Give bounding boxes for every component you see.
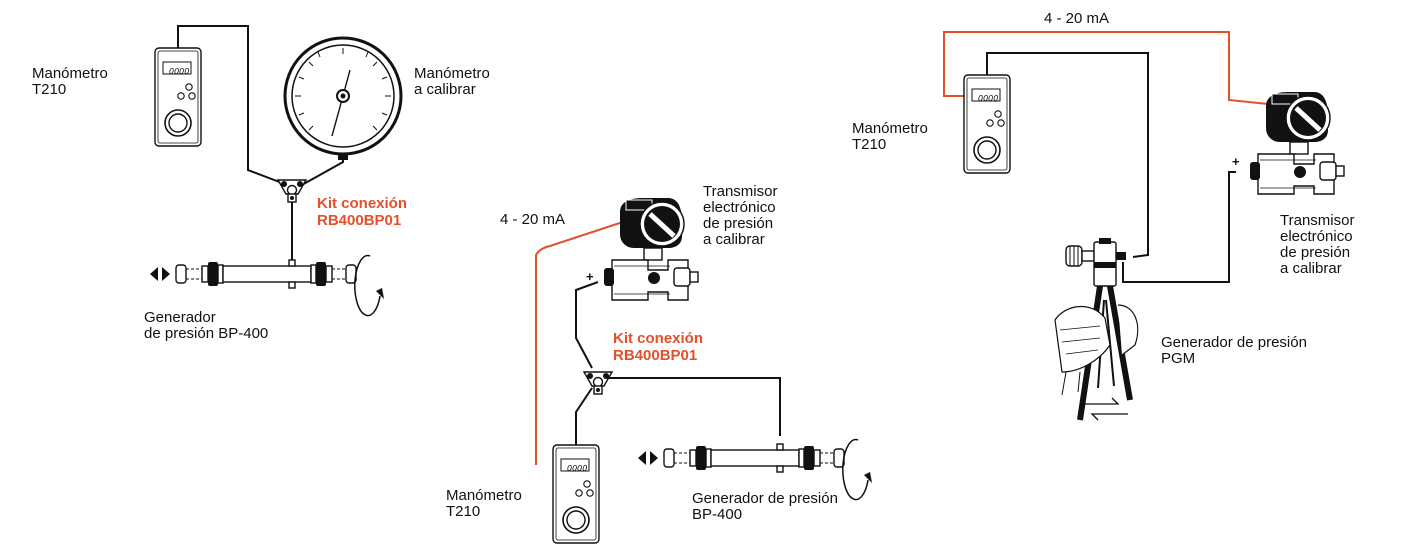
t210-gauge-right — [963, 74, 1011, 174]
bp400-generator-left — [149, 254, 385, 317]
pgm-pump — [1054, 238, 1139, 421]
transmitter-middle — [604, 198, 698, 300]
hose-kit-gauge — [575, 387, 593, 447]
plus-sign-middle: + — [586, 269, 594, 284]
transmitter-label-middle: Transmisor electrónico de presión a cali… — [703, 183, 782, 248]
signal-label-right: 4 - 20 mA — [1044, 10, 1109, 27]
display-right: 0000 — [978, 94, 998, 103]
generator-label-middle: Generador de presión BP-400 — [692, 490, 842, 523]
transmitter-label-right: Transmisor electrónico de presión a cali… — [1280, 212, 1359, 277]
signal-wire-right — [943, 31, 1269, 105]
t210-gauge-left — [154, 47, 202, 147]
wire-transmitter-kit — [575, 281, 599, 369]
hose-left-gauge — [177, 25, 291, 187]
kit-label-middle: Kit conexión RB400BP01 — [613, 330, 707, 364]
hose-right-gauge — [986, 52, 1149, 258]
gauge-label-right: Manómetro T210 — [852, 120, 932, 153]
plus-sign-right: + — [1232, 154, 1240, 169]
kit-label-left: Kit conexión RB400BP01 — [317, 195, 411, 229]
kit-connector-left — [277, 179, 307, 203]
generator-label-left: Generador de presión BP-400 — [144, 309, 268, 342]
t210-gauge-middle — [552, 444, 600, 544]
hose-kit-generator — [608, 377, 781, 436]
dial-gauge — [283, 36, 403, 160]
display-middle: 0000 — [567, 464, 587, 473]
generator-label-right: Generador de presión PGM — [1161, 334, 1311, 367]
transmitter-right — [1250, 92, 1344, 194]
panel-middle: + 0000 4 - 20 mA Transmisor electrónico … — [446, 183, 873, 544]
display-left: 0000 — [169, 67, 189, 76]
dial-label: Manómetro a calibrar — [414, 65, 494, 98]
panel-right: 0000 + 4 - 20 mA Manómetro T210 — [852, 10, 1359, 421]
wire-right-transmitter — [1122, 171, 1236, 283]
signal-label-middle: 4 - 20 mA — [500, 211, 565, 228]
hose-left-dial — [299, 152, 344, 187]
gauge-label-middle: Manómetro T210 — [446, 487, 526, 520]
signal-wire-middle — [535, 217, 636, 465]
kit-connector-middle — [583, 371, 613, 395]
panel-left: 0000 — [32, 25, 494, 342]
gauge-label-left: Manómetro T210 — [32, 65, 112, 98]
